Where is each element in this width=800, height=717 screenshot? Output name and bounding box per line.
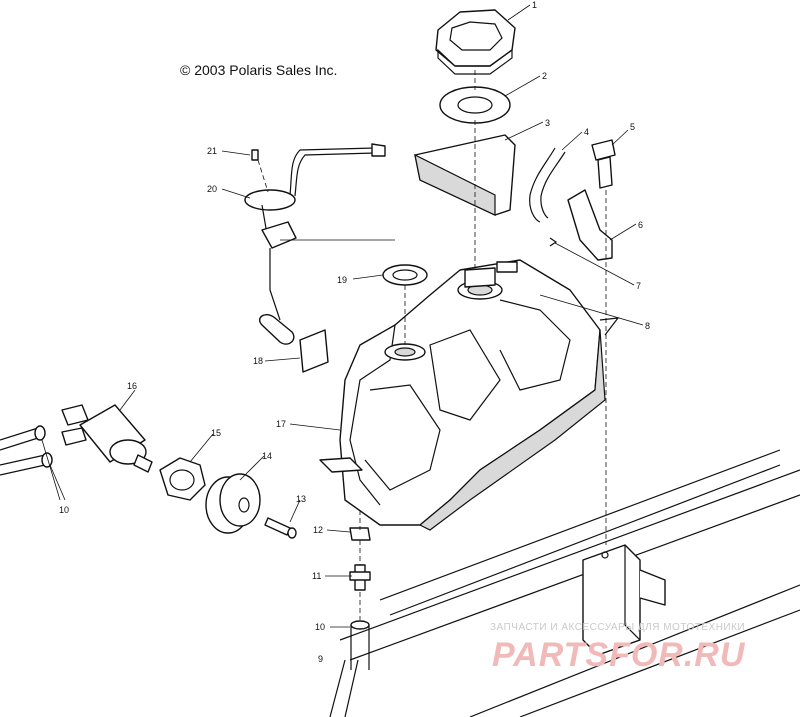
cap-gasket [439, 86, 511, 124]
callout-17: 17 [276, 419, 286, 429]
sender-screw [251, 149, 259, 161]
copyright-notice: © 2003 Polaris Sales Inc. [180, 62, 338, 78]
callout-16: 16 [127, 381, 137, 391]
assembly-lines [257, 70, 607, 620]
fuel-tank [319, 259, 620, 531]
fuel-sender-assembly [244, 143, 386, 345]
fuel-lines [0, 425, 53, 476]
callout-18-decal: 18 [253, 356, 263, 366]
callout-10-hose: 10 [315, 622, 325, 632]
watermark-brand: PARTSFOR.RU [492, 636, 746, 674]
mounting-bolt [591, 139, 616, 189]
fuel-cap [435, 9, 516, 75]
clip [549, 237, 558, 247]
callout-12: 12 [313, 525, 323, 535]
callout-9: 9 [318, 654, 323, 664]
callout-20: 20 [207, 184, 217, 194]
leader-lines [41, 4, 644, 628]
callout-2: 2 [542, 71, 547, 81]
callout-7: 7 [636, 281, 641, 291]
frame-bracket [582, 544, 666, 656]
callout-13: 13 [296, 494, 306, 504]
sender-gasket [382, 264, 428, 286]
callout-3: 3 [545, 118, 550, 128]
hex-nut [159, 457, 206, 501]
callout-4: 4 [584, 127, 589, 137]
callout-11: 11 [312, 571, 321, 581]
heat-shield-pad [414, 134, 516, 216]
outlet-nut [349, 527, 371, 541]
decal [299, 329, 329, 373]
frame-rails [339, 449, 800, 717]
outlet-hose [329, 620, 370, 717]
tank-bracket [567, 189, 613, 261]
callout-numbers: 1 2 3 4 5 6 7 8 9 10 11 12 13 14 15 16 1… [59, 0, 650, 664]
pump-bolt [264, 517, 297, 539]
callout-14: 14 [262, 451, 272, 461]
vent-hose [529, 147, 566, 223]
callout-8: 8 [645, 321, 650, 331]
callout-5: 5 [630, 122, 635, 132]
fuel-pump [61, 404, 153, 473]
callout-21: 21 [207, 146, 217, 156]
callout-10-lines: 10 [59, 505, 69, 515]
callout-19: 19 [337, 275, 347, 285]
callout-15: 15 [211, 428, 221, 438]
pump-mount [205, 473, 261, 534]
watermark-subtitle: ЗАПЧАСТИ И АКСЕССУАРЫ ДЛЯ МОТОТЕХНИКИ [490, 622, 746, 633]
callout-1: 1 [532, 0, 537, 10]
outlet-fitting [349, 564, 371, 591]
callout-6: 6 [638, 220, 643, 230]
